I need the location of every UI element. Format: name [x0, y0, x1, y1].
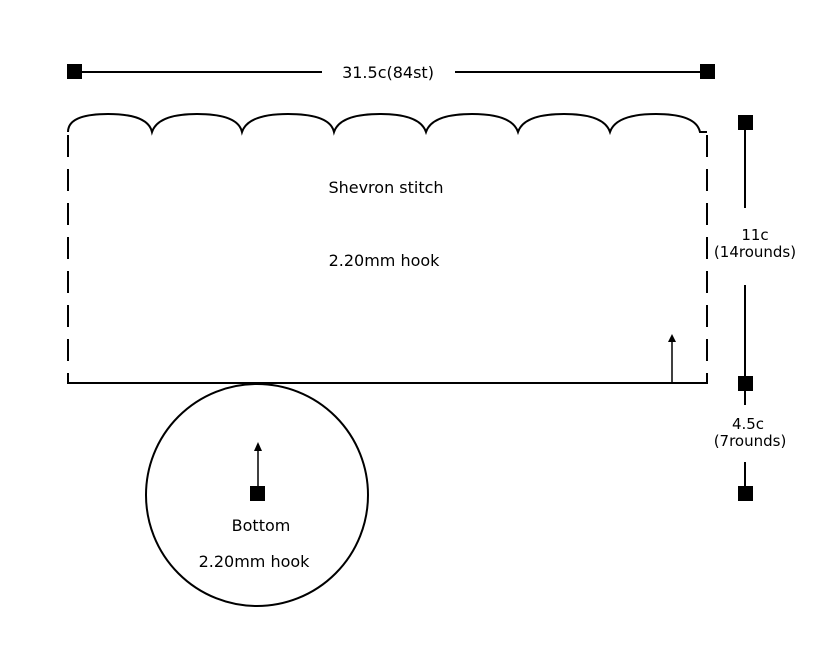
- body-direction-arrow: [668, 334, 676, 383]
- scalloped-top-edge: [67, 112, 707, 136]
- bottom-height-dimension: 4.5c (7rounds): [714, 391, 787, 501]
- height-dim-bottom-marker: [738, 376, 753, 391]
- height-dimension: 11c (14rounds): [714, 115, 796, 391]
- bottom-height-dim-value: 4.5c: [732, 415, 764, 433]
- bottom-center-marker: [250, 486, 265, 501]
- bottom-hook-label: 2.20mm hook: [199, 552, 311, 571]
- body-hook-label: 2.20mm hook: [329, 251, 441, 270]
- bottom-label: Bottom: [232, 516, 291, 535]
- body-stitch-label: Shevron stitch: [328, 178, 443, 197]
- bottom-height-dim-rounds: (7rounds): [714, 432, 787, 450]
- height-dim-rounds: (14rounds): [714, 243, 796, 261]
- bottom-height-dim-marker: [738, 486, 753, 501]
- bottom-circle-piece: [145, 383, 369, 607]
- bottom-arrow-head-icon: [254, 442, 262, 451]
- width-dim-label: 31.5c(84st): [342, 63, 434, 82]
- height-dim-value: 11c: [741, 226, 768, 244]
- bottom-direction-arrow: [254, 442, 262, 486]
- height-dim-top-marker: [738, 115, 753, 130]
- body-arrow-head-icon: [668, 334, 676, 342]
- width-dim-start-marker: [67, 64, 82, 79]
- width-dimension: 31.5c(84st): [67, 63, 715, 82]
- width-dim-end-marker: [700, 64, 715, 79]
